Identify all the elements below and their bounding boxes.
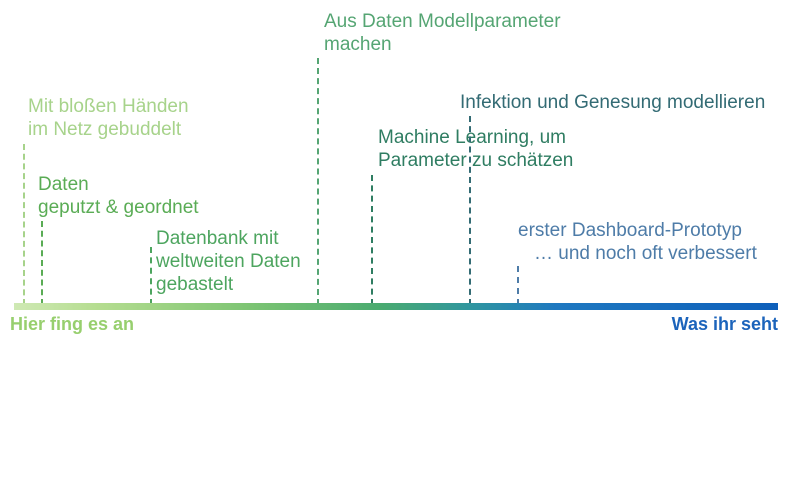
milestone-line: Aus Daten Modellparameter xyxy=(324,11,561,32)
timeline-start-label: Hier fing es an xyxy=(10,314,135,334)
milestone-line: Datenbank mit xyxy=(156,228,279,249)
milestone-line: weltweiten Daten xyxy=(156,251,301,272)
milestone-label-modellparameter: Aus Daten Modellparameter machen xyxy=(324,10,561,56)
milestone-label-dashboard-prototyp: erster Dashboard-Prototyp … und noch oft… xyxy=(518,219,757,265)
milestone-line: erster Dashboard-Prototyp xyxy=(518,220,742,241)
milestone-connector-line xyxy=(23,144,25,305)
milestone-connector-line xyxy=(371,175,373,305)
milestone-line: im Netz gebuddelt xyxy=(28,119,182,140)
milestone-line: geputzt & geordnet xyxy=(38,197,199,218)
milestone-line: gebastelt xyxy=(156,274,234,295)
milestone-connector-line xyxy=(41,221,43,305)
milestone-line: Infektion und Genesung modellieren xyxy=(460,92,766,113)
timeline-end-label: Was ihr seht xyxy=(671,314,778,334)
milestone-label-netz-gebuddelt: Mit bloßen Händen im Netz gebuddelt xyxy=(28,95,189,141)
milestone-label-datenbank: Datenbank mit weltweiten Daten gebastelt xyxy=(156,227,301,296)
milestone-connector-line xyxy=(150,247,152,305)
milestone-line: … und noch oft verbessert xyxy=(534,243,757,264)
milestone-connector-line xyxy=(469,116,471,305)
milestone-connector-line xyxy=(517,266,519,305)
milestone-connector-line xyxy=(317,58,319,305)
milestone-label-machine-learning: Machine Learning, um Parameter zu schätz… xyxy=(378,126,573,172)
milestone-label-daten-geputzt: Daten geputzt & geordnet xyxy=(38,173,199,219)
milestone-label-infektion-genesung: Infektion und Genesung modellieren xyxy=(460,91,765,114)
milestone-line: machen xyxy=(324,34,392,55)
milestone-line: Machine Learning, um xyxy=(378,127,566,148)
timeline-gradient-bar xyxy=(14,303,778,310)
milestone-line: Daten xyxy=(38,174,89,195)
milestone-line: Mit bloßen Händen xyxy=(28,96,189,117)
milestone-line: Parameter zu schätzen xyxy=(378,150,574,171)
